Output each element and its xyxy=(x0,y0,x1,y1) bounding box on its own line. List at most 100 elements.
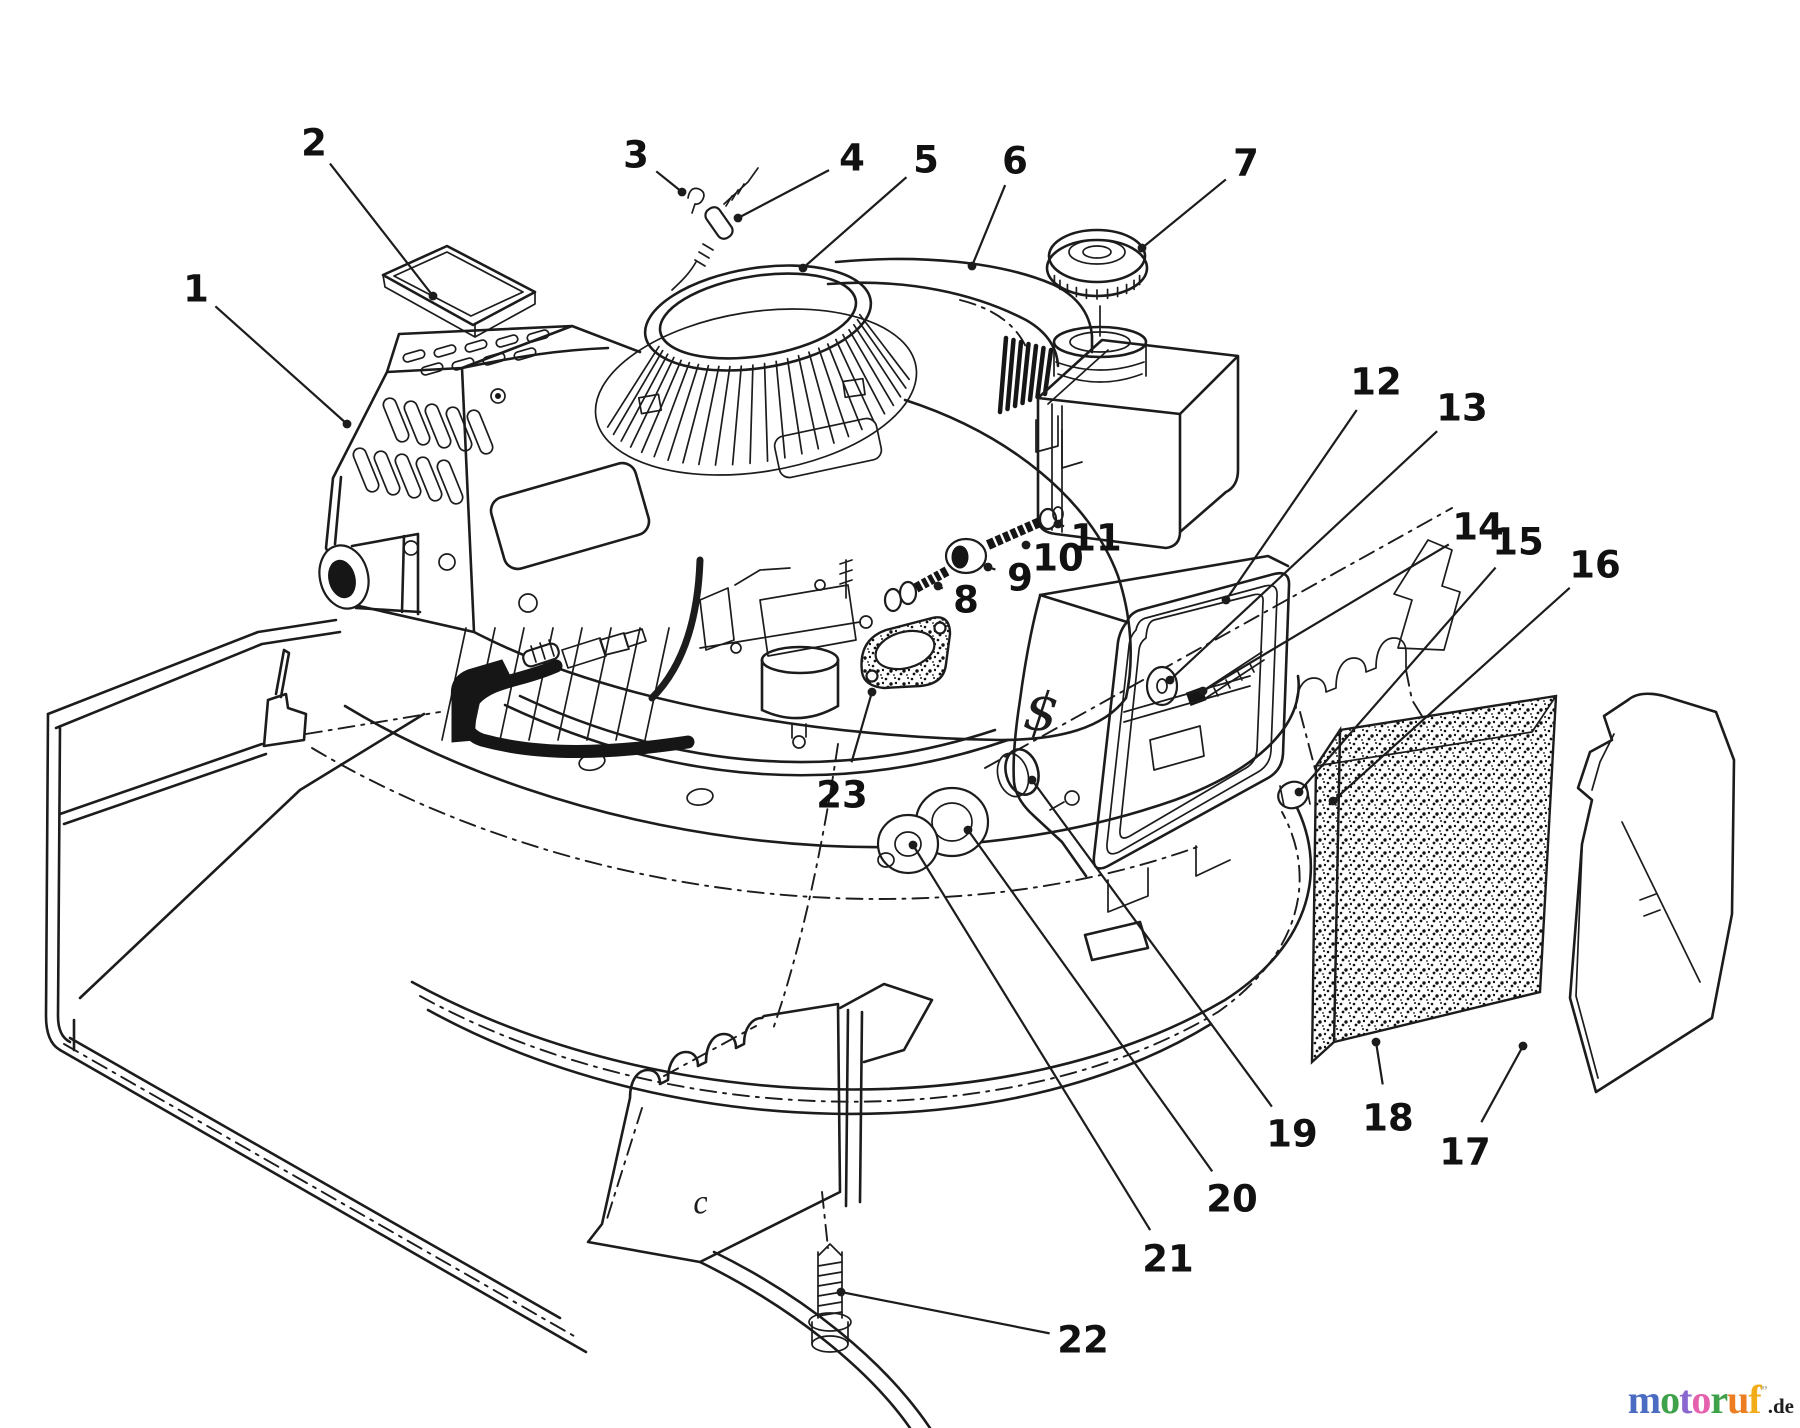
carb-mount-bolt xyxy=(883,506,1064,613)
callout-number: 18 xyxy=(1362,1097,1414,1140)
screw-thread xyxy=(817,1311,843,1317)
thread-tick xyxy=(1029,519,1037,532)
cover-bolt-shaft xyxy=(1203,651,1265,699)
muffler-cover xyxy=(324,324,642,634)
recoil-slat xyxy=(653,361,691,458)
callout-leader xyxy=(1169,430,1438,681)
recoil-slat xyxy=(858,313,910,381)
watermark-word: motoruf xyxy=(1628,1377,1762,1422)
callout-13: 13 xyxy=(1165,387,1488,685)
cooling-fin xyxy=(557,627,583,741)
recoil-slat xyxy=(731,365,743,466)
fuel-tank xyxy=(1036,228,1240,550)
mower-deck xyxy=(44,507,1453,1428)
recoil-slat xyxy=(606,345,660,428)
vent-slot xyxy=(415,456,443,502)
carburetor-float-bowl xyxy=(760,645,840,749)
vent-slot xyxy=(436,459,464,505)
callout-leader xyxy=(970,184,1007,267)
tank-filler-neck xyxy=(1052,305,1148,383)
vent-slot xyxy=(466,409,494,455)
callout-18: 18 xyxy=(1362,1037,1414,1140)
callout-leader xyxy=(1031,779,1273,1108)
vent-slot-small xyxy=(402,349,426,363)
callout-number: 14 xyxy=(1452,506,1504,549)
plug-ferrule xyxy=(522,642,560,668)
deck-screw xyxy=(808,1191,852,1353)
callout-dot xyxy=(963,825,973,835)
vent-slot-small xyxy=(420,362,444,376)
cooling-fin xyxy=(644,627,670,741)
duct-fin xyxy=(1005,337,1016,412)
watermark-letter: o xyxy=(1691,1377,1711,1422)
recoil-slat xyxy=(786,357,803,455)
callout-leader xyxy=(329,162,434,297)
vent-slot xyxy=(403,400,431,446)
fuel-cap-knurls xyxy=(1053,274,1141,300)
callout-dot xyxy=(867,687,877,697)
recoil-slat xyxy=(808,351,835,444)
watermark-letter: f xyxy=(1748,1377,1761,1422)
recoil-slat xyxy=(682,364,710,464)
callout-number: 9 xyxy=(1007,557,1033,600)
spark-plug-boot xyxy=(450,659,515,743)
watermark-letter: t xyxy=(1679,1377,1692,1422)
recoil-clip-b xyxy=(842,377,866,399)
callout-dot xyxy=(1137,243,1147,253)
deck-dome-arc xyxy=(343,674,1300,849)
callout-19: 19 xyxy=(1027,775,1318,1156)
recoil-slat xyxy=(629,356,675,448)
throttle-cable xyxy=(671,167,759,291)
recoil-slat xyxy=(749,364,754,465)
callout-leader xyxy=(1332,586,1571,802)
air-box-drain-hole xyxy=(1004,748,1040,796)
callout-number: 3 xyxy=(623,134,649,177)
callout-dot xyxy=(908,840,918,850)
vent-slot-small xyxy=(526,329,550,343)
vent-slot-small xyxy=(464,339,488,353)
deck-trim-panel-hidden xyxy=(605,1025,757,1223)
duct-fin xyxy=(1020,341,1031,406)
callout-12: 12 xyxy=(1221,361,1402,605)
deck-rear-bracket xyxy=(1393,539,1461,651)
air-cleaner-cover xyxy=(1568,692,1736,1094)
callout-leader xyxy=(850,691,874,763)
vent-slot-small xyxy=(433,344,457,358)
engine-assembly xyxy=(318,167,1240,875)
callout-dot xyxy=(1053,519,1063,529)
callout-dot xyxy=(342,419,352,429)
deck-center-seam xyxy=(771,743,839,1033)
deck-lower-rim-hidden xyxy=(419,811,1301,1103)
callout-22: 22 xyxy=(836,1287,1109,1362)
cable-ferrule xyxy=(704,206,734,240)
deck-marking-c: c xyxy=(691,1184,710,1222)
callout-21: 21 xyxy=(908,840,1194,1281)
callout-dot xyxy=(1221,595,1231,605)
engine-bolt-b xyxy=(403,540,419,556)
vent-slot xyxy=(424,403,452,449)
deck-cable-bracket xyxy=(262,648,308,748)
callout-leader xyxy=(1225,409,1358,601)
callout-number: 10 xyxy=(1032,537,1084,580)
callout-dot xyxy=(1328,796,1338,806)
callout-dot xyxy=(1198,686,1208,696)
recoil-clip-a xyxy=(637,393,663,415)
duct-fin xyxy=(1042,347,1054,397)
thread-tick xyxy=(1014,525,1022,538)
cooling-fin xyxy=(586,627,612,741)
callout-dot xyxy=(1518,1041,1528,1051)
callout-leader xyxy=(737,169,830,219)
vent-slot xyxy=(373,450,401,496)
callout-10: 10 xyxy=(1021,537,1084,580)
carburetor xyxy=(699,559,873,749)
cover-washer xyxy=(1145,665,1179,707)
callout-leader xyxy=(840,1290,1050,1335)
deck-step-tab xyxy=(1083,920,1150,962)
engine-shadow-gap xyxy=(648,556,704,702)
foam-filter-element xyxy=(1310,694,1558,1065)
primer-bulb xyxy=(876,786,1080,875)
watermark-tm-mark: ” xyxy=(1760,1384,1768,1399)
deck-left-edge xyxy=(44,712,76,1052)
callout-number: 7 xyxy=(1233,142,1259,185)
